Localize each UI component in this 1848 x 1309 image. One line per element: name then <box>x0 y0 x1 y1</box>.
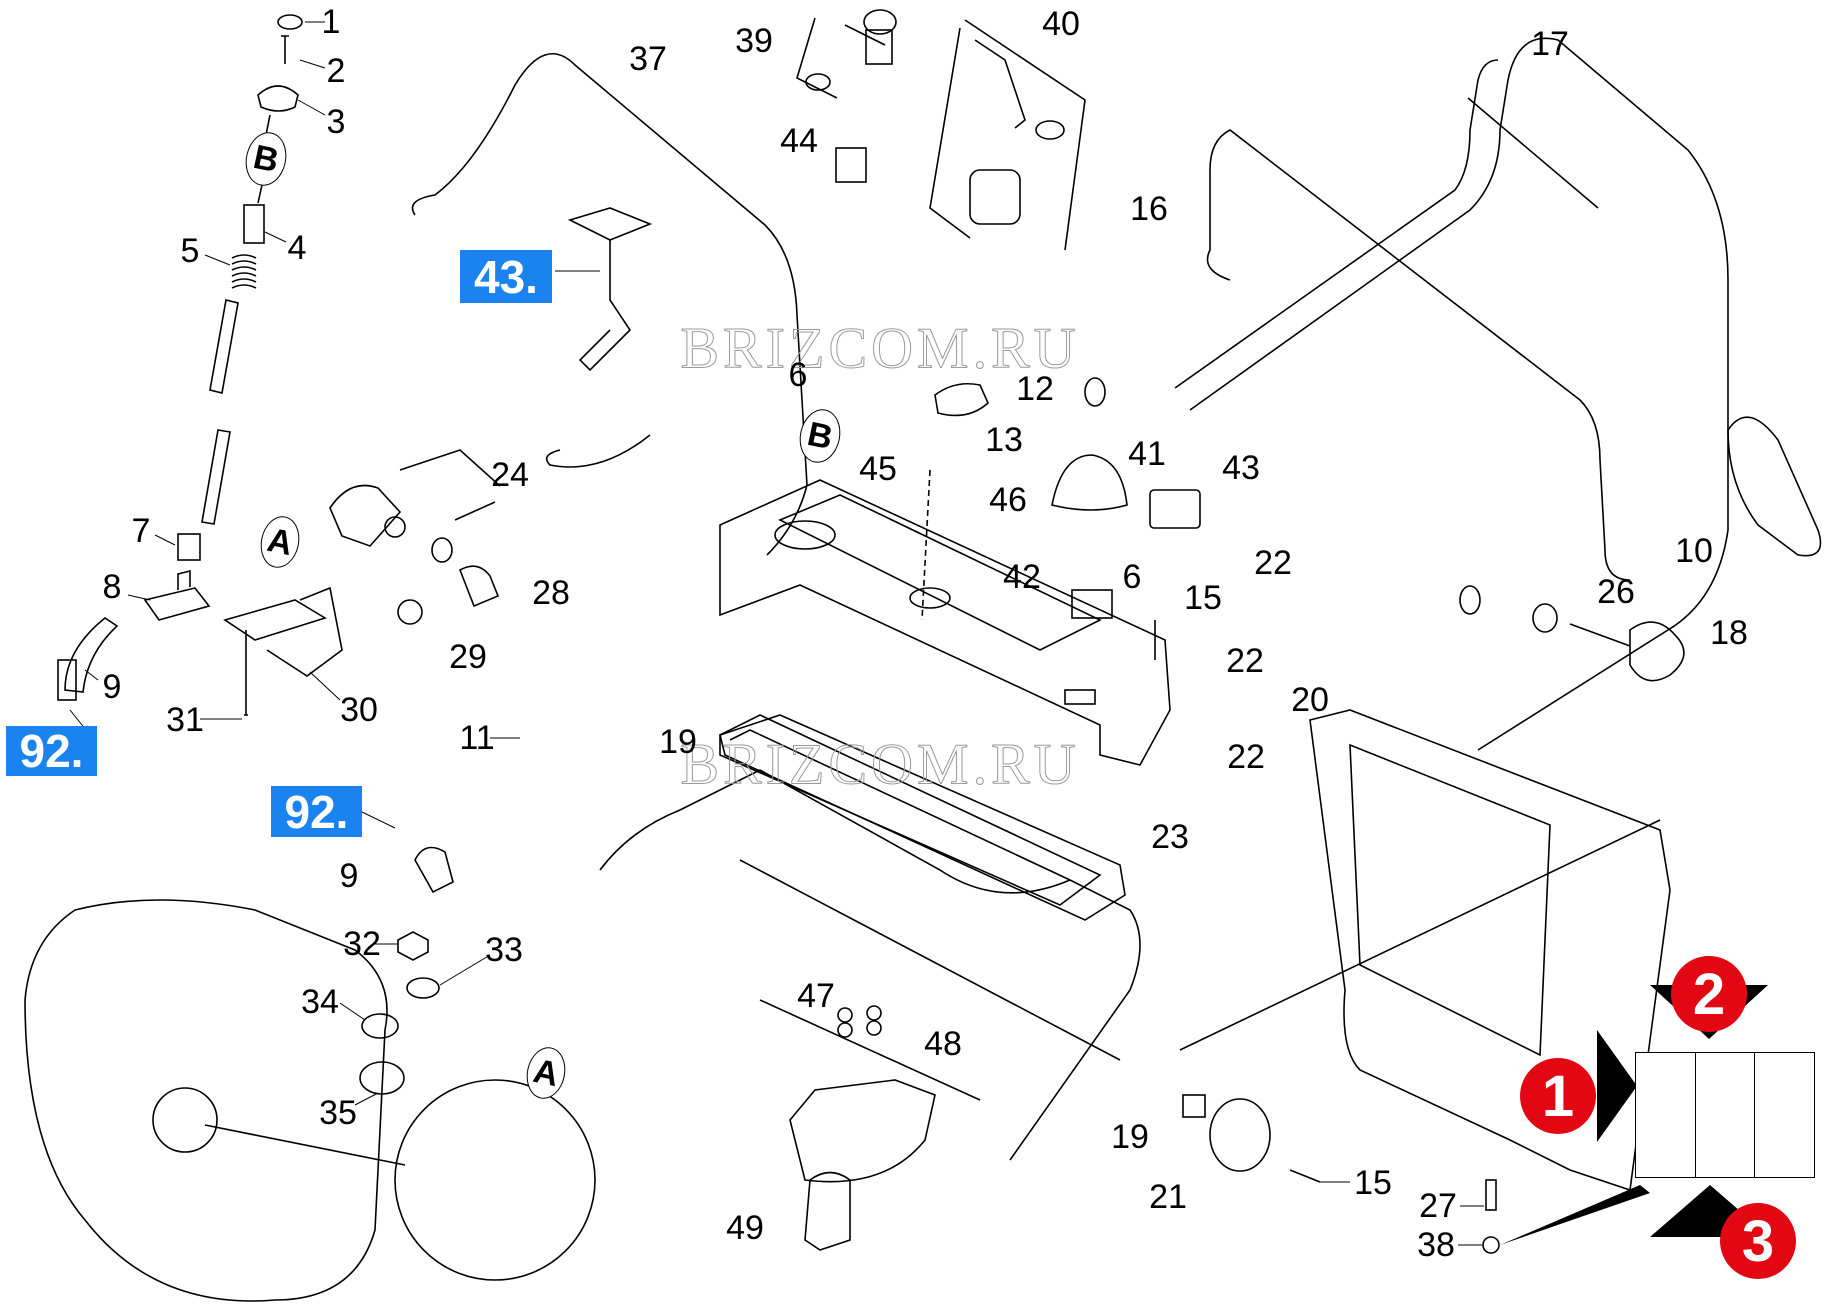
part-label[interactable]: 35 <box>319 1094 357 1132</box>
part-label[interactable]: 9 <box>102 668 122 706</box>
part-label[interactable]: 15 <box>1184 579 1222 617</box>
part-label[interactable]: 28 <box>532 574 570 612</box>
frame-tray <box>719 714 1126 921</box>
part-label[interactable]: 22 <box>1226 642 1264 680</box>
tee-fitting-and-elbow <box>57 569 211 701</box>
key-switch-set <box>796 9 1086 251</box>
part-label[interactable]: 18 <box>1710 614 1748 652</box>
part-label[interactable]: 33 <box>485 931 523 969</box>
watermark: BRIZCOM.RU <box>680 731 1080 797</box>
machine-base <box>599 714 1141 1161</box>
part-label[interactable]: 37 <box>629 40 667 78</box>
part-label[interactable]: 5 <box>180 232 200 270</box>
part-label[interactable]: 49 <box>726 1209 764 1247</box>
fastener-badge-2[interactable]: 2 <box>1671 956 1747 1032</box>
callout-43[interactable]: 43. <box>460 250 552 303</box>
control-components <box>934 382 1201 660</box>
bolt-and-nut <box>1482 1179 1500 1254</box>
part-label[interactable]: 7 <box>131 512 151 550</box>
fastener-screw-washer <box>1755 1053 1814 1177</box>
part-label[interactable]: 4 <box>287 229 307 267</box>
callout-92[interactable]: 92. <box>271 786 362 837</box>
part-label[interactable]: 34 <box>301 983 339 1021</box>
part-label[interactable]: 2 <box>326 52 346 90</box>
control-rod <box>411 53 808 556</box>
part-label[interactable]: 30 <box>340 691 378 729</box>
part-label[interactable]: 48 <box>924 1025 962 1063</box>
part-label[interactable]: 32 <box>343 925 381 963</box>
switch-bracket <box>567 207 653 372</box>
part-label[interactable]: 27 <box>1419 1187 1457 1225</box>
sensor-plate-assembly <box>789 1005 936 1251</box>
part-label[interactable]: 40 <box>1042 5 1080 43</box>
fastener-stud-locknut <box>1696 1053 1756 1177</box>
push-handle <box>1084 37 1729 751</box>
part-label[interactable]: 47 <box>797 977 835 1015</box>
leader-lines <box>69 21 1484 1246</box>
fastener-stud-nut <box>1636 1053 1696 1177</box>
part-label[interactable]: 10 <box>1675 532 1713 570</box>
part-label[interactable]: 24 <box>491 456 529 494</box>
part-label[interactable]: 23 <box>1151 818 1189 856</box>
part-label[interactable]: 31 <box>166 701 204 739</box>
part-label[interactable]: 19 <box>1111 1118 1149 1156</box>
part-label[interactable]: 44 <box>780 122 818 160</box>
valve-fittings <box>329 449 501 625</box>
control-panel-housing <box>719 469 1171 766</box>
fastener-badge-3[interactable]: 3 <box>1720 1203 1796 1279</box>
gaskets <box>359 846 454 1095</box>
fastener-badge-1[interactable]: 1 <box>1520 1058 1596 1134</box>
handle-clamp-parts <box>1532 416 1822 682</box>
part-label[interactable]: 13 <box>985 421 1023 459</box>
wheel-adjuster <box>1182 1094 1321 1183</box>
lower-housing <box>24 899 596 1302</box>
part-label[interactable]: 42 <box>1003 558 1041 596</box>
part-label[interactable]: 45 <box>859 450 897 488</box>
part-label[interactable]: 46 <box>989 481 1027 519</box>
part-label[interactable]: 3 <box>326 103 346 141</box>
callout-92[interactable]: 92. <box>6 726 97 776</box>
part-label[interactable]: 17 <box>1531 25 1569 63</box>
part-label[interactable]: 20 <box>1291 681 1329 719</box>
part-label[interactable]: 12 <box>1016 370 1054 408</box>
part-label[interactable]: 39 <box>735 22 773 60</box>
recovery-tank <box>1179 709 1671 1192</box>
part-label[interactable]: 6 <box>1122 558 1142 596</box>
part-label[interactable]: 16 <box>1130 190 1168 228</box>
part-label[interactable]: 22 <box>1227 738 1265 776</box>
part-label[interactable]: 43 <box>1222 449 1260 487</box>
part-label[interactable]: 9 <box>339 857 359 895</box>
part-label[interactable]: 21 <box>1149 1178 1187 1216</box>
fastener-legend <box>1635 1052 1815 1178</box>
watermark: BRIZCOM.RU <box>680 315 1080 381</box>
mounting-bracket <box>223 586 343 716</box>
part-label[interactable]: 41 <box>1128 435 1166 473</box>
part-label[interactable]: 6 <box>788 356 808 394</box>
part-label[interactable]: 38 <box>1417 1226 1455 1264</box>
knob-assembly <box>177 14 303 561</box>
part-label[interactable]: 1 <box>321 3 341 41</box>
part-label[interactable]: 8 <box>102 568 122 606</box>
part-label[interactable]: 19 <box>659 723 697 761</box>
part-label[interactable]: 26 <box>1597 573 1635 611</box>
part-label[interactable]: 29 <box>449 638 487 676</box>
part-label[interactable]: 15 <box>1354 1164 1392 1202</box>
part-label[interactable]: 22 <box>1254 544 1292 582</box>
part-label[interactable]: 11 <box>459 719 495 757</box>
